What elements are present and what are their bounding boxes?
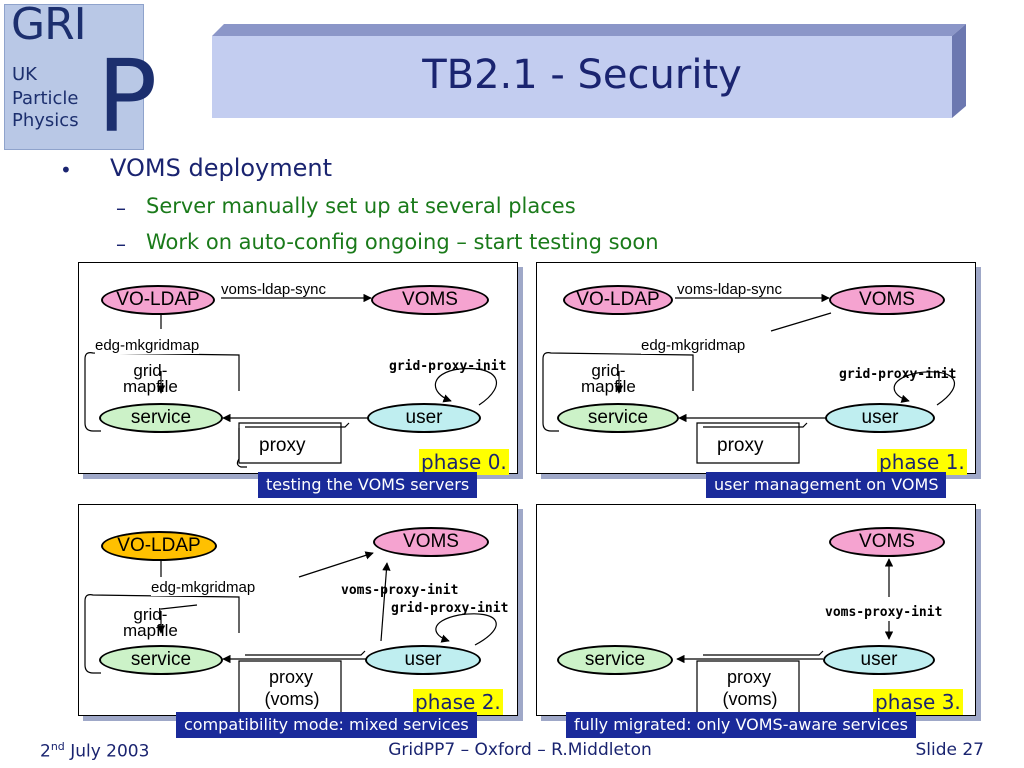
- gpi-loop: [434, 367, 498, 406]
- logo-line-physics: Physics: [12, 110, 79, 131]
- sync-label: voms-ldap-sync: [221, 281, 327, 298]
- user-node: user: [825, 403, 935, 433]
- logo-letter: P: [97, 38, 158, 155]
- panel-0-connectors: [84, 293, 498, 468]
- vpi-up-arrow: [380, 562, 391, 642]
- phase-label: phase 1.: [877, 449, 967, 475]
- footer-slide-number: Slide 27: [915, 740, 984, 760]
- title-bar-bevel-side: [952, 24, 966, 118]
- mkgrid-to-voms-arrow: [298, 551, 374, 578]
- caption-phase-3: fully migrated: only VOMS-aware services: [566, 712, 916, 738]
- sub-bullet-dash: –: [116, 196, 126, 220]
- diagram-panel-phase-1: VO-LDAP VOMS voms-ldap-sync edg-mkgridma…: [536, 262, 976, 475]
- footer-date-day: 2: [40, 741, 51, 762]
- phase-label: phase 0.: [419, 449, 509, 475]
- vo-ldap-node: VO-LDAP: [101, 531, 217, 561]
- title-bar: [212, 36, 952, 118]
- user-node: user: [823, 645, 935, 675]
- diagram-panel-phase-2: VO-LDAP VOMS edg-mkgridmap voms-proxy-in…: [78, 504, 518, 716]
- logo-line-particle: Particle: [12, 88, 79, 109]
- proxy-voms-label: (voms): [264, 689, 320, 709]
- sub-bullet-server-setup: Server manually set up at several places: [146, 194, 576, 218]
- service-node: service: [557, 403, 679, 433]
- diagram-panel-phase-3: VOMS voms-proxy-init service user proxy …: [536, 504, 976, 716]
- gridpp-logo: GRI P UK Particle Physics: [4, 0, 157, 150]
- gpi-label: grid-proxy-init: [839, 367, 957, 382]
- voms-node: VOMS: [829, 285, 945, 315]
- proxy-label: proxy: [726, 667, 771, 687]
- mkgridmap-label: edg-mkgridmap: [641, 337, 746, 354]
- service-node: service: [99, 645, 223, 675]
- voms-node: VOMS: [373, 527, 489, 557]
- gpi-label: grid-proxy-init: [391, 601, 509, 616]
- mkgridmap-label: edg-mkgridmap: [95, 337, 200, 354]
- diagram-panel-phase-0: VO-LDAP VOMS voms-ldap-sync edg-mkgridma…: [78, 262, 518, 475]
- service-node: service: [99, 403, 223, 433]
- caption-phase-1: user management on VOMS: [706, 472, 947, 498]
- proxy-label: proxy: [268, 667, 313, 687]
- vpi-label: voms-proxy-init: [825, 605, 943, 620]
- mkgridmap-label: edg-mkgridmap: [151, 579, 256, 596]
- caption-phase-0: testing the VOMS servers: [258, 472, 478, 498]
- footer-date: 2nd July 2003: [40, 740, 149, 762]
- sub-bullet-dash: –: [116, 232, 126, 256]
- bullet-dot: •: [60, 158, 72, 182]
- vo-ldap-node: VO-LDAP: [563, 285, 673, 315]
- gridmap-scroll-top: [84, 352, 240, 391]
- proxy-voms-label: (voms): [722, 689, 778, 709]
- user-node: user: [365, 645, 481, 675]
- voms-node: VOMS: [371, 285, 489, 315]
- sub-bullet-auto-config: Work on auto-config ongoing – start test…: [146, 230, 659, 254]
- gridmap-file-label: grid- mapfile: [581, 361, 636, 396]
- proxy-label: proxy: [717, 435, 764, 456]
- proxy-label: proxy: [259, 435, 306, 456]
- footer-date-suffix: nd: [50, 740, 65, 753]
- voms-to-mkgrid-line: [770, 312, 832, 332]
- slide-title: TB2.1 - Security: [422, 52, 742, 98]
- gridmap-file-label: grid- mapfile: [123, 361, 178, 396]
- gridmap-file-label: grid- mapfile: [123, 605, 178, 640]
- caption-phase-2: compatibility mode: mixed services: [176, 712, 477, 738]
- vo-ldap-node: VO-LDAP: [101, 285, 215, 315]
- logo-line-uk: UK: [12, 64, 37, 85]
- voms-node: VOMS: [829, 527, 945, 557]
- user-node: user: [367, 403, 481, 433]
- bullet-voms-deployment: VOMS deployment: [110, 154, 333, 182]
- gpi-label: grid-proxy-init: [389, 359, 507, 374]
- vpi-label: voms-proxy-init: [341, 583, 459, 598]
- sync-label: voms-ldap-sync: [677, 281, 783, 298]
- footer-center: GridPP7 – Oxford – R.Middleton: [388, 740, 652, 760]
- phase-label: phase 2.: [413, 689, 503, 715]
- service-node: service: [557, 645, 673, 675]
- panel-1-connectors: [542, 293, 956, 464]
- footer-date-rest: July 2003: [64, 741, 150, 762]
- gridmap-scroll-left: [84, 359, 101, 432]
- panel-2-connectors: [84, 551, 497, 716]
- title-bar-bevel-top: [212, 24, 966, 36]
- phase-label: phase 3.: [873, 689, 963, 715]
- logo-word: GRI: [11, 0, 87, 50]
